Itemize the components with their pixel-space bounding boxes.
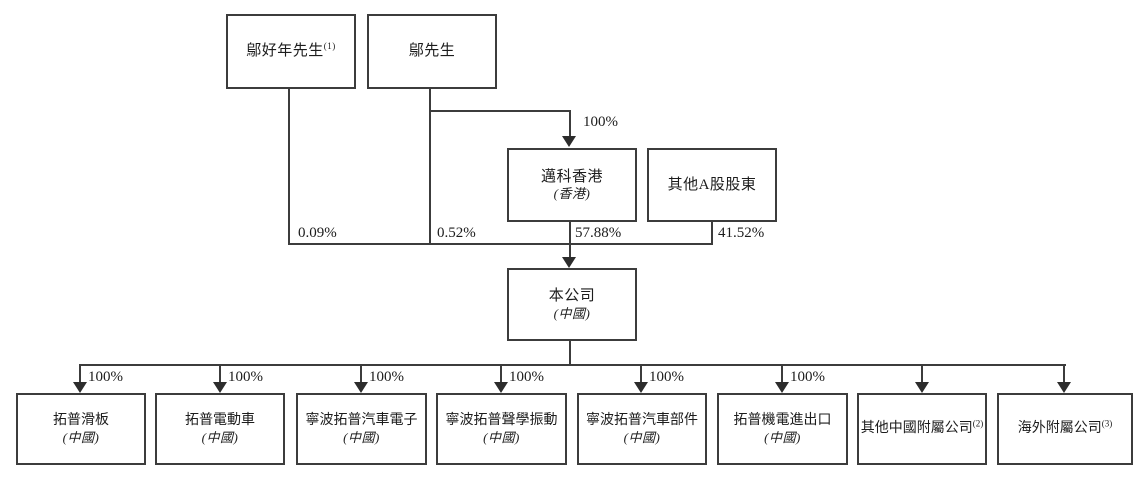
node-person1: 鄔好年先生(1) <box>226 14 356 89</box>
footnote-3-superscript: (3) <box>1101 418 1113 429</box>
connector-company-out-vline <box>569 341 571 365</box>
node-sub6-name: 其他中國附屬公司 <box>860 421 973 437</box>
arrow-down-icon-sub2 <box>354 382 368 393</box>
pct-label-person1: 0.09% <box>298 225 337 241</box>
node-sub0-place: (中國) <box>62 429 100 445</box>
node-sub3: 寧波拓普聲學振動 (中國) <box>436 393 567 465</box>
node-sub2: 寧波拓普汽車電子 (中國) <box>296 393 427 465</box>
connector-distributor-hline <box>80 364 1066 366</box>
node-company-name: 本公司 <box>548 288 596 304</box>
connector-sub7-vline <box>1063 364 1065 383</box>
node-company-place: (中國) <box>553 305 591 321</box>
pct-label-sub1: 100% <box>228 369 263 385</box>
node-sub3-name: 寧波拓普聲學振動 <box>445 413 558 429</box>
node-sub6-label: 其他中國附屬公司(2) <box>860 418 984 438</box>
connector-sub3-vline <box>500 364 502 383</box>
arrow-down-icon-sub7 <box>1057 382 1071 393</box>
node-sub7-label: 海外附屬公司(3) <box>1017 418 1113 438</box>
node-sub7: 海外附屬公司(3) <box>997 393 1133 465</box>
node-sub3-place: (中國) <box>483 429 520 445</box>
node-person2: 鄔先生 <box>367 14 497 89</box>
node-sub7-name: 海外附屬公司 <box>1017 421 1102 437</box>
arrow-down-icon-company <box>562 257 576 268</box>
arrow-down-icon-sub4 <box>634 382 648 393</box>
node-company: 本公司 (中國) <box>507 268 637 341</box>
node-person1-label: 鄔好年先生(1) <box>246 42 336 61</box>
pct-label-sub4: 100% <box>649 369 684 385</box>
node-other-a-shareholders: 其他A股股東 <box>647 148 777 222</box>
node-other-a-name: 其他A股股東 <box>667 176 757 193</box>
pct-label-other-a: 41.52% <box>718 225 765 241</box>
connector-sub4-vline <box>640 364 642 383</box>
arrow-down-icon-sub3 <box>494 382 508 393</box>
node-sub2-place: (中國) <box>343 429 380 445</box>
connector-person2-vline <box>429 89 431 245</box>
connector-maike-out-vline <box>569 222 571 245</box>
node-sub5-name: 拓普機電進出口 <box>733 413 832 429</box>
node-sub4-place: (中國) <box>623 429 661 445</box>
connector-other-a-out-vline <box>711 222 713 245</box>
node-sub6: 其他中國附屬公司(2) <box>857 393 987 465</box>
node-maike-hk-name: 邁科香港 <box>540 168 603 185</box>
pct-label-maike: 57.88% <box>575 225 622 241</box>
node-person1-name: 鄔好年先生 <box>246 43 324 60</box>
arrow-down-icon-maike <box>562 136 576 147</box>
node-sub5-place: (中國) <box>764 429 801 445</box>
node-sub0-name: 拓普滑板 <box>53 413 109 429</box>
pct-label-person2: 0.52% <box>437 225 476 241</box>
pct-label-maike-received: 100% <box>583 114 618 130</box>
node-sub0: 拓普滑板 (中國) <box>16 393 146 465</box>
connector-sub6-vline <box>921 364 923 383</box>
arrow-down-icon-sub0 <box>73 382 87 393</box>
connector-sub5-vline <box>781 364 783 383</box>
node-sub4-name: 寧波拓普汽車部件 <box>586 413 698 429</box>
node-sub1: 拓普電動車 (中國) <box>155 393 285 465</box>
arrow-down-icon-sub6 <box>915 382 929 393</box>
arrow-down-icon-sub1 <box>213 382 227 393</box>
node-person2-name: 鄔先生 <box>408 43 456 60</box>
pct-label-sub5: 100% <box>790 369 825 385</box>
node-sub1-name: 拓普電動車 <box>185 413 255 429</box>
pct-label-sub0: 100% <box>88 369 123 385</box>
node-maike-hk: 邁科香港 (香港) <box>507 148 637 222</box>
node-sub1-place: (中國) <box>201 429 239 445</box>
pct-label-sub3: 100% <box>509 369 544 385</box>
connector-collector-hline <box>288 243 713 245</box>
connector-company-in-vline <box>569 245 571 258</box>
pct-label-sub2: 100% <box>369 369 404 385</box>
connector-sub2-vline <box>360 364 362 383</box>
connector-sub0-vline <box>79 364 81 383</box>
footnote-1-superscript: (1) <box>323 41 336 52</box>
connector-person1-vline <box>288 89 290 245</box>
connector-sub1-vline <box>219 364 221 383</box>
node-sub2-name: 寧波拓普汽車電子 <box>305 413 418 429</box>
node-sub5: 拓普機電進出口 (中國) <box>717 393 848 465</box>
arrow-down-icon-sub5 <box>775 382 789 393</box>
node-maike-hk-place: (香港) <box>553 186 591 202</box>
connector-maike-in-vline <box>569 110 571 137</box>
connector-person2-maike-hline <box>429 110 571 112</box>
node-sub4: 寧波拓普汽車部件 (中國) <box>577 393 707 465</box>
footnote-2-superscript: (2) <box>972 418 984 429</box>
